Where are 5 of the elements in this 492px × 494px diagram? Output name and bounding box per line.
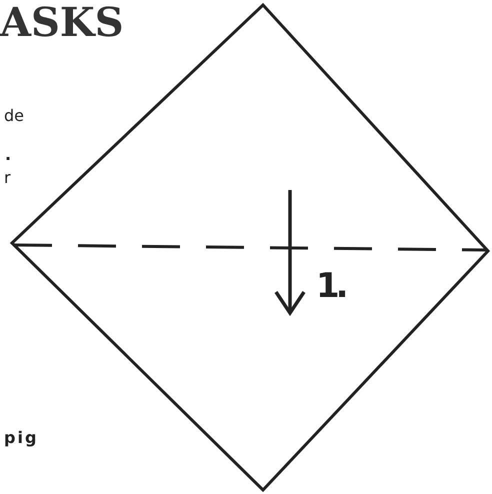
side-text: r — [4, 168, 11, 187]
step-number: 1. — [316, 266, 345, 306]
side-text: . — [5, 145, 12, 164]
side-text: de — [4, 106, 24, 125]
side-text: pig — [4, 428, 38, 447]
